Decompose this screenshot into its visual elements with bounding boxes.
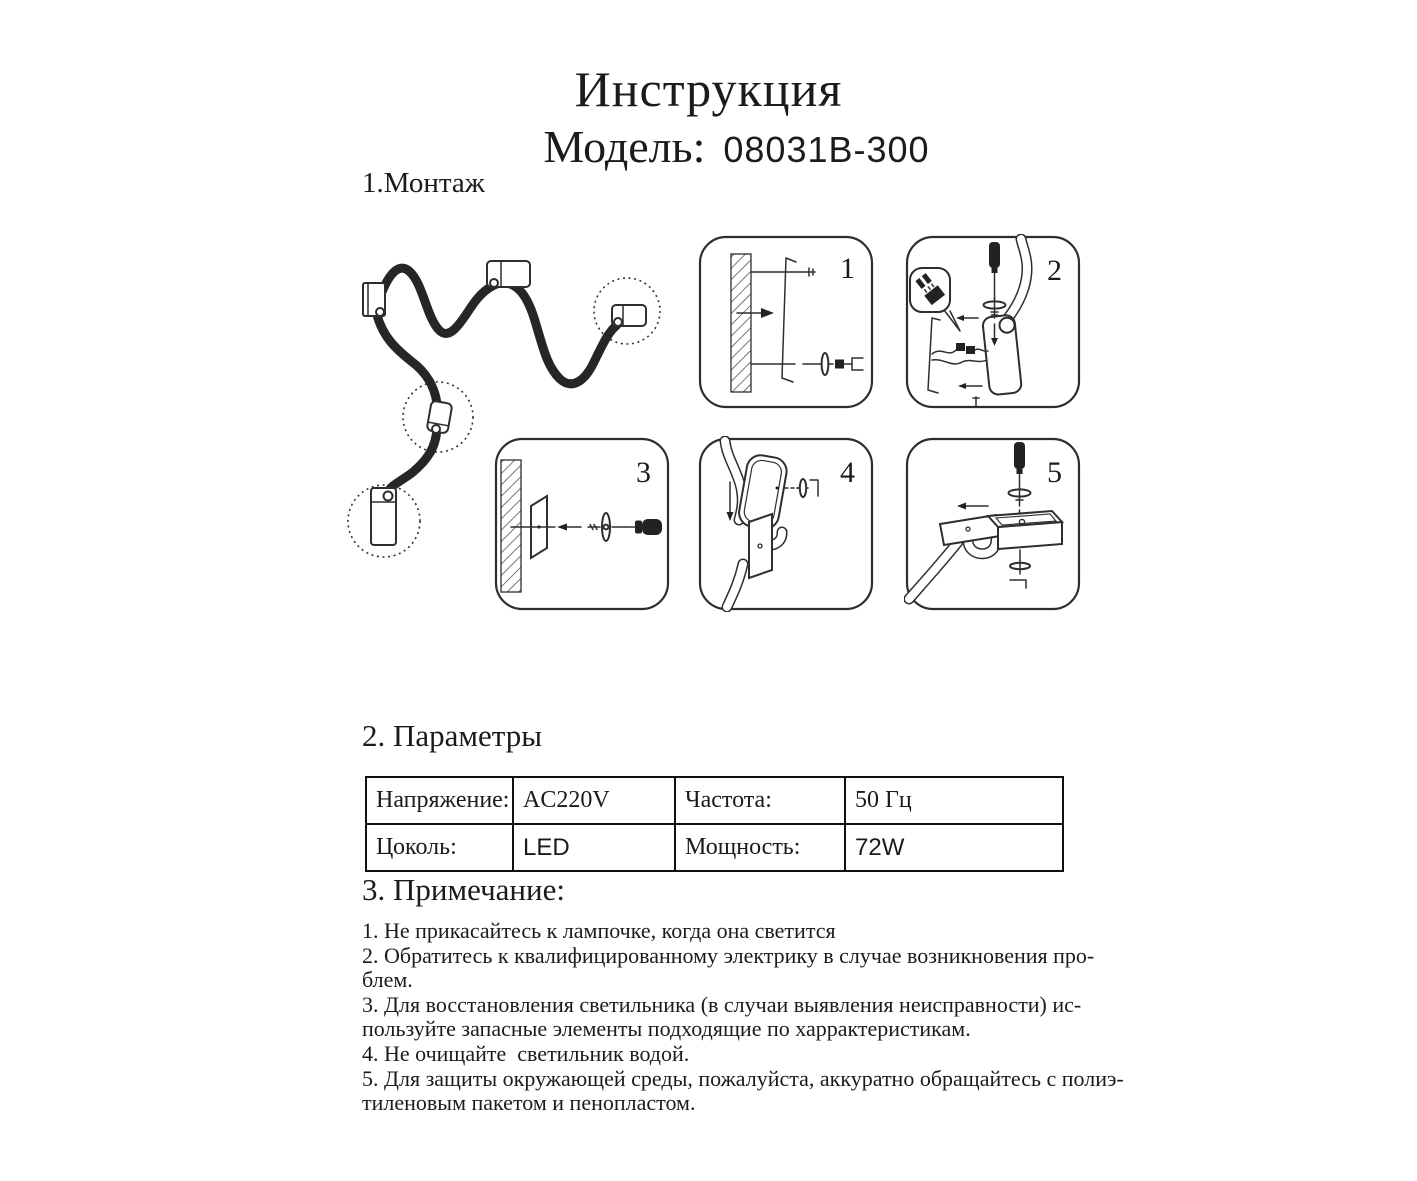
param-value: AC220V [512, 776, 676, 825]
notes-list: 1. Не прикасайтесь к лампочке, когда она… [362, 918, 1124, 1116]
note-line: пользуйте запасные элементы подходящие п… [362, 1016, 971, 1042]
screw-icon [750, 267, 816, 277]
screwdriver-icon [989, 242, 1000, 301]
wall-mount-clip [611, 304, 647, 327]
param-label: Цоколь: [365, 823, 514, 872]
arrow-icon [957, 502, 989, 510]
param-value: 72W [844, 823, 1064, 872]
param-value: 50 Гц [844, 776, 1064, 825]
note-line: 1. Не прикасайтесь к лампочке, когда она… [362, 918, 836, 943]
param-value: LED [512, 823, 676, 872]
wall-mount-clip [486, 260, 531, 288]
note-line: тиленовым пакетом и пенопластом. [362, 1090, 696, 1116]
wing-screw-icon [1009, 549, 1031, 589]
highlight-circles [347, 277, 661, 558]
note-line: блем. [362, 967, 413, 993]
wing-screw-icon [750, 352, 834, 376]
step-panel-3: 3 [494, 437, 670, 611]
param-label: Мощность: [674, 823, 846, 872]
note-line: 4. Не очищайте светильник водой. [362, 1040, 690, 1066]
wall-mount-clip [362, 282, 386, 317]
step-number: 2 [1047, 254, 1062, 287]
section-1-heading: 1.Монтаж [362, 167, 485, 199]
step-number: 3 [636, 456, 651, 489]
step-number: 1 [840, 252, 855, 285]
flexible-tube [904, 536, 964, 605]
wing-screw-icon [587, 512, 611, 542]
screwdriver-icon [611, 519, 662, 535]
tube-loop [962, 534, 1002, 560]
model-label: Модель: [543, 121, 706, 172]
wire-connector-callout [909, 267, 961, 332]
down-arrow-icon [726, 481, 734, 521]
model-line: Модель: 08031B-300 [28, 120, 1417, 173]
wing-screw-icon [784, 478, 819, 498]
mounting-plate [748, 512, 773, 580]
highlight-circle [593, 277, 661, 345]
lamp-body [982, 314, 1023, 396]
page-title: Инструкция [574, 61, 843, 117]
step-number: 4 [840, 456, 855, 489]
connector-fork-icon [835, 357, 864, 371]
montage-overview-diagram [347, 260, 661, 558]
step-panel-1: 1 [698, 235, 874, 409]
step-panel-4: 4 [698, 436, 874, 612]
mounting-bracket [781, 257, 797, 383]
arrow-icon [557, 523, 582, 531]
end-lamp [370, 487, 397, 546]
table-row: Цоколь: LED Мощность: 72W [365, 823, 1064, 872]
wing-screw-icon [982, 297, 1007, 319]
wall-mount-clip [426, 400, 453, 434]
wall-hatch [500, 459, 522, 593]
table-row: Напряжение: AC220V Частота: 50 Гц [365, 776, 1064, 825]
section-2-heading: 2. Параметры [362, 718, 543, 753]
model-number: 08031B-300 [723, 129, 930, 170]
arrow-icon [956, 315, 979, 321]
screw-icon [972, 396, 980, 407]
section-3-heading: 3. Примечание: [362, 872, 565, 907]
wall-anchor-icon [736, 308, 774, 318]
note-line: 2. Обратитесь к квалифицированному элект… [362, 942, 1095, 968]
highlight-circle [402, 381, 474, 453]
note-line: 5. Для защиты окружающей среды, пожалуйс… [362, 1065, 1124, 1091]
param-label: Напряжение: [365, 776, 514, 825]
screwdriver-icon [1014, 442, 1025, 489]
step-panel-5: 5 [904, 437, 1081, 611]
end-box [985, 509, 1065, 551]
step-panel-2: 2 [905, 234, 1081, 409]
mounting-bracket [927, 317, 941, 394]
step-number: 5 [1047, 456, 1062, 489]
down-arrow-icon [991, 323, 998, 346]
param-label: Частота: [674, 776, 846, 825]
note-line: 3. Для восстановления светильника (в слу… [362, 991, 1082, 1017]
wires [931, 343, 989, 365]
wire-connector-icon [915, 273, 946, 306]
flexible-tube [1002, 234, 1033, 324]
parameters-table: Напряжение: AC220V Частота: 50 Гц Цоколь… [365, 776, 1064, 872]
highlight-circle [347, 484, 421, 558]
wall-hatch [730, 253, 752, 393]
arrow-icon [958, 383, 983, 389]
